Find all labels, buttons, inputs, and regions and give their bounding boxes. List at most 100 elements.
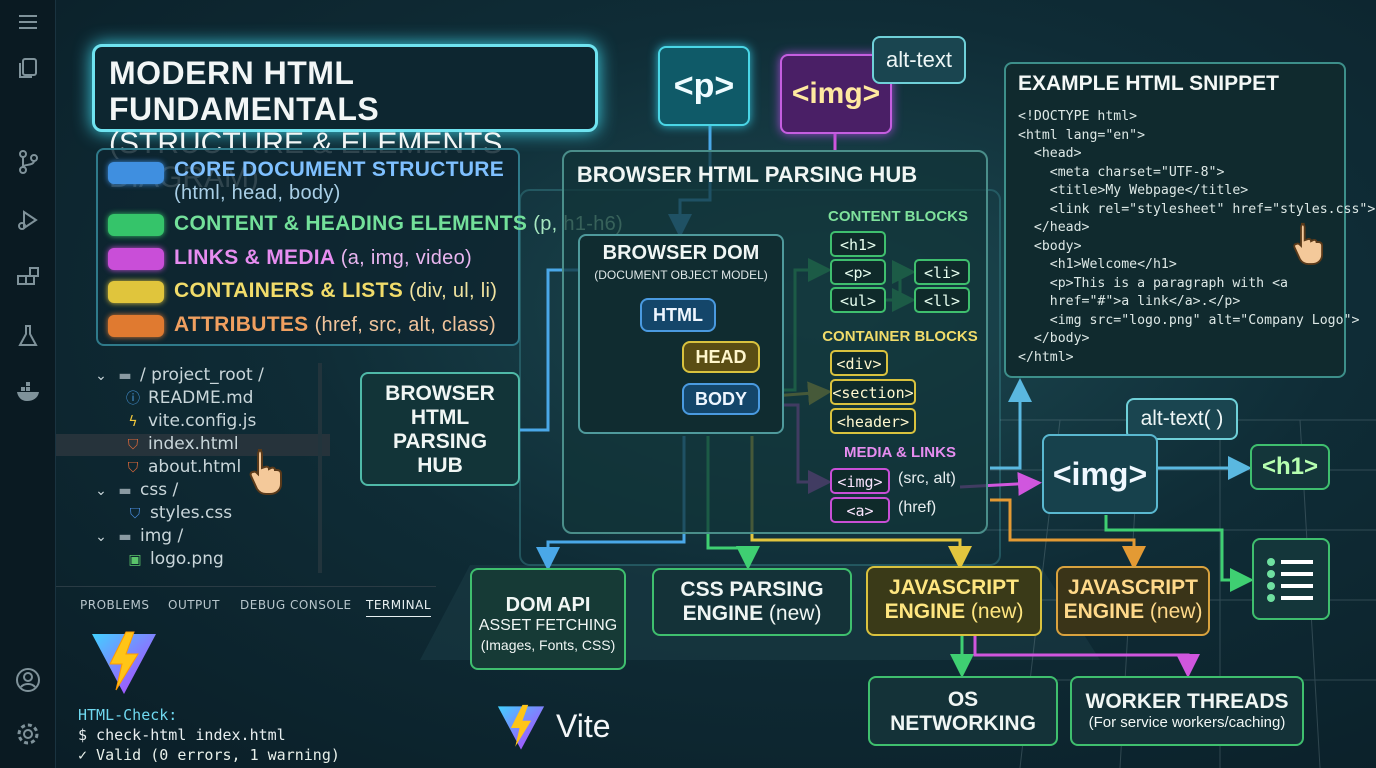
legend-swatch <box>108 281 164 303</box>
tab-output[interactable]: OUTPUT <box>168 598 220 612</box>
activity-bar <box>0 0 56 768</box>
terminal-line: ✓ Valid (0 errors, 1 warning) <box>78 746 340 764</box>
dom-subtitle: (DOCUMENT OBJECT MODEL) <box>594 268 768 282</box>
p-tag-label: <p> <box>673 67 735 105</box>
vite-icon: ϟ <box>128 414 138 430</box>
content-blocks-title: CONTENT BLOCKS <box>828 208 968 225</box>
a-tag: <a> <box>830 497 890 523</box>
account-icon[interactable] <box>14 666 42 694</box>
css-engine-line2: ENGINE <box>682 602 764 625</box>
alt-text-func-bubble: alt-text( ) <box>1126 398 1238 440</box>
li-tag-2: <ll> <box>914 287 970 313</box>
terminal-output[interactable]: HTML-Check: $ check-html index.html ✓ Va… <box>78 705 340 765</box>
tree-item-about-html[interactable]: ⛉about.html <box>124 457 241 479</box>
dom-title: BROWSER DOM <box>602 242 760 264</box>
list-icon <box>1267 558 1313 602</box>
left-hub-line: HTML <box>410 406 470 429</box>
right-h1-label: <h1> <box>1261 453 1319 480</box>
tab-debug-console[interactable]: DEBUG CONSOLE <box>240 598 352 612</box>
right-h1-node: <h1> <box>1250 444 1330 490</box>
img-attr-label: (src, alt) <box>898 470 956 487</box>
alt-text-func-label: alt-text( ) <box>1140 407 1224 430</box>
run-debug-icon[interactable] <box>14 206 42 234</box>
tree-item-css-folder[interactable]: ⌄▬css / <box>92 480 178 502</box>
folder-icon: ▬ <box>118 529 132 545</box>
code-line: <html lang="en"> <box>1018 127 1146 143</box>
code-line: href="#">a link</a>.</p> <box>1018 294 1241 309</box>
gear-icon[interactable] <box>14 720 42 748</box>
li-tag: <li> <box>914 259 970 285</box>
chevron-down-icon: ⌄ <box>95 529 107 545</box>
media-links-title: MEDIA & LINKS <box>844 444 956 461</box>
tree-item-label: logo.png <box>150 549 224 569</box>
title-line-1: MODERN HTML FUNDAMENTALS <box>109 55 380 127</box>
worker-threads-node: WORKER THREADS (For service workers/cach… <box>1070 676 1304 746</box>
tree-item-project-root[interactable]: ⌄▬/ project_root / <box>92 365 264 387</box>
chevron-down-icon: ⌄ <box>95 483 107 499</box>
hand-pointer-icon <box>249 449 282 495</box>
files-icon[interactable] <box>14 54 42 82</box>
js-engine-2-new: (new) <box>1149 600 1203 623</box>
legend: CORE DOCUMENT STRUCTURE (html, head, bod… <box>96 148 623 346</box>
terminal-line: $ check-html index.html <box>78 726 286 744</box>
tree-item-label: css / <box>140 480 179 500</box>
body-node: BODY <box>682 383 760 415</box>
vite-logo-icon <box>497 704 545 750</box>
css-engine-line1: CSS PARSING <box>680 578 824 601</box>
right-img-label: <img> <box>1052 456 1148 492</box>
diagram-title: MODERN HTML FUNDAMENTALS (STRUCTURE & EL… <box>92 44 598 194</box>
code-line: <link rel="stylesheet" href="styles.css"… <box>1018 201 1376 217</box>
head-node-label: HEAD <box>695 347 747 367</box>
header-tag: <header> <box>830 408 916 434</box>
list-node <box>1252 538 1330 620</box>
left-hub-line: PARSING <box>392 430 488 453</box>
folder-icon: ▬ <box>118 368 132 384</box>
js-engine-2-line1: JAVASCRIPT <box>1068 576 1198 599</box>
tab-problems[interactable]: PROBLEMS <box>80 598 150 612</box>
p-tag-node: <p> <box>658 46 750 126</box>
left-hub-line: BROWSER <box>385 382 495 405</box>
legend-sub: (html, head, body) <box>174 182 341 204</box>
legend-title: ATTRIBUTES <box>174 313 309 336</box>
tree-item-styles-css[interactable]: ⛉styles.css <box>126 503 232 525</box>
legend-swatch <box>108 162 164 184</box>
dom-api-title: DOM API <box>505 594 591 616</box>
div-tag: <div> <box>830 350 888 376</box>
alt-text-label: alt-text <box>885 47 953 72</box>
snippet-code: <!DOCTYPE html><html lang="en"> <head> <… <box>1018 108 1375 367</box>
terminal-line: HTML-Check: <box>78 706 178 724</box>
source-control-icon[interactable] <box>14 148 42 176</box>
flask-icon[interactable] <box>14 322 42 350</box>
code-line: <title>My Webpage</title> <box>1018 183 1249 198</box>
menu-icon[interactable] <box>14 8 42 36</box>
dom-api-node: DOM API ASSET FETCHING (Images, Fonts, C… <box>470 568 626 670</box>
hand-pointer-icon <box>1293 222 1323 265</box>
code-line: </body> <box>1018 331 1090 346</box>
docker-icon[interactable] <box>14 378 42 406</box>
legend-title: LINKS & MEDIA <box>174 246 335 269</box>
tree-item-img-folder[interactable]: ⌄▬img / <box>92 526 183 548</box>
tree-item-label: about.html <box>148 457 242 477</box>
dom-api-sub: ASSET FETCHING <box>478 617 618 634</box>
body-node-label: BODY <box>694 389 747 409</box>
chevron-down-icon: ⌄ <box>95 368 107 384</box>
js-engine-node: JAVASCRIPT ENGINE (new) <box>866 566 1042 636</box>
code-line: <head> <box>1018 146 1082 161</box>
os-line1: OS <box>947 688 979 711</box>
tab-terminal[interactable]: TERMINAL <box>366 598 432 617</box>
worker-sub: (For service workers/caching) <box>1088 714 1286 731</box>
extensions-icon[interactable] <box>14 264 42 292</box>
vite-logo-icon <box>92 631 156 694</box>
js-engine-2-line2: ENGINE <box>1063 600 1145 623</box>
js-engine-line1: JAVASCRIPT <box>889 576 1019 599</box>
left-parsing-hub: BROWSER HTML PARSING HUB <box>360 372 520 486</box>
tree-item-logo-png[interactable]: ▣ logo.png <box>126 549 224 571</box>
image-icon: ▣ <box>128 552 142 568</box>
vite-label: Vite <box>556 708 611 744</box>
explorer-scrollbar[interactable] <box>318 363 322 573</box>
code-line: <body> <box>1018 238 1082 254</box>
code-line: <img src="logo.png" alt="Company Logo"> <box>1018 312 1360 328</box>
img-tag-label: <img> <box>791 77 881 110</box>
